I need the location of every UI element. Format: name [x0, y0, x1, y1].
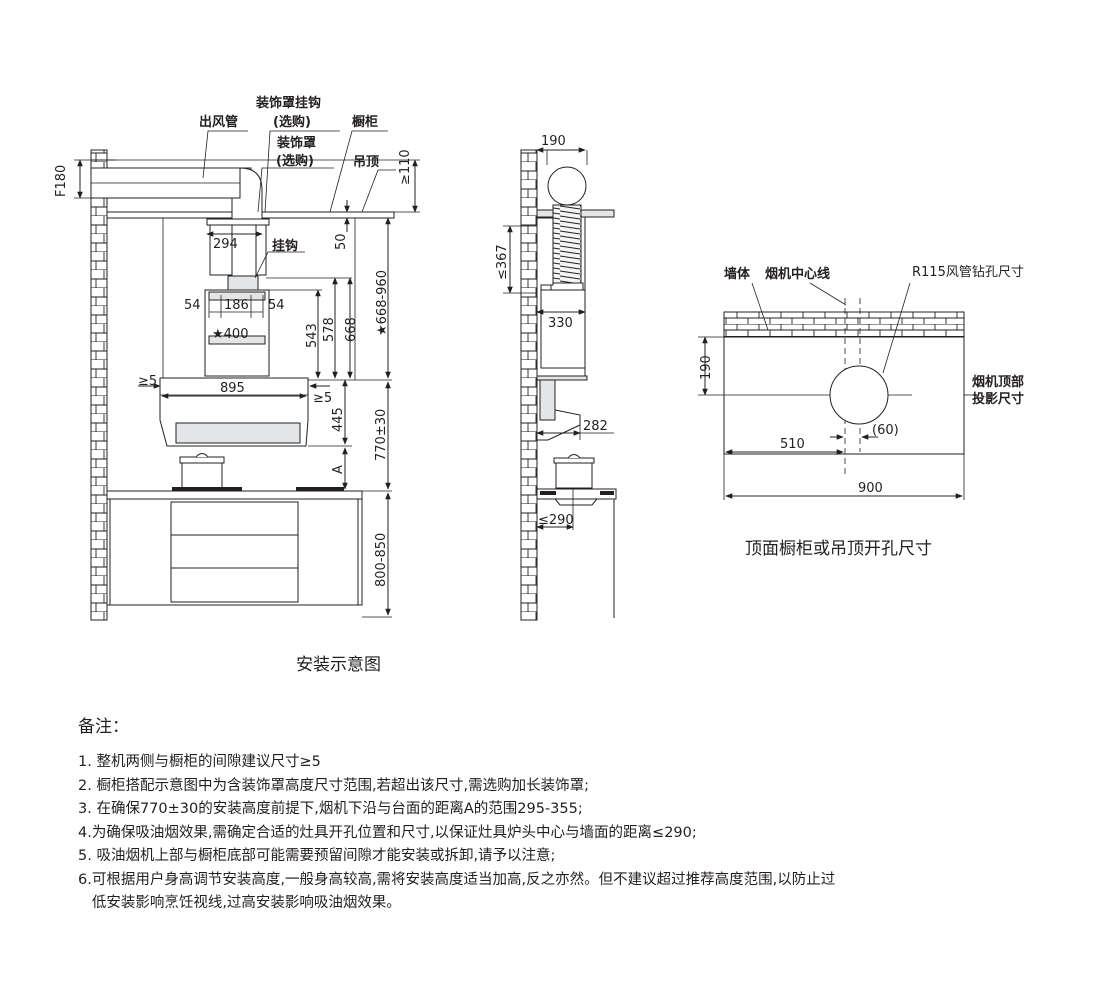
side-dim-le367: ≤367 — [495, 244, 510, 280]
label-projection-2: 投影尺寸 — [972, 391, 1024, 407]
label-cover: 装饰罩 — [276, 135, 316, 151]
dim-770: 770±30 — [374, 409, 389, 461]
note-6: 6.可根据用户身高调节安装高度,一般身高较高,需将安装高度适当加高,反之亦然。但… — [78, 871, 836, 888]
dim-ge110: ≥110 — [398, 149, 413, 185]
note-2: 2. 橱柜搭配示意图中为含装饰罩高度尺寸范围,若超出该尺寸,需选购加长装饰罩; — [78, 777, 590, 794]
note-5: 5. 吸油烟机上部与橱柜底部可能需要预留间隙才能安装或拆卸,请予以注意; — [78, 848, 556, 864]
dim-186: 186 — [224, 298, 249, 313]
label-hook: 挂钩 — [272, 238, 298, 254]
top-view-caption: 顶面橱柜或吊顶开孔尺寸 — [745, 539, 932, 559]
dim-294: 294 — [213, 237, 238, 252]
note-6-cont: 低安装影响烹饪视线,过高安装影响吸油烟效果。 — [78, 895, 401, 911]
label-centerline: 烟机中心线 — [765, 266, 830, 282]
dim-a: A — [331, 465, 346, 474]
dim-54-left: 54 — [184, 298, 201, 313]
dim-star-668-960: ★668-960 — [375, 270, 390, 336]
top-brick-wall — [723, 311, 965, 338]
dim-800-850: 800-850 — [374, 533, 389, 587]
pot — [181, 458, 223, 492]
note-1: 1. 整机两侧与橱柜的间隙建议尺寸≥5 — [78, 754, 321, 770]
side-duct-circle — [547, 166, 587, 206]
dim-f180: F180 — [54, 165, 69, 197]
top-view: 墙体 烟机中心线 R115风管钻孔尺寸 烟机顶部 投影尺寸 190 510 (6… — [698, 265, 1024, 559]
side-dim-330: 330 — [548, 316, 573, 331]
countertop — [106, 490, 363, 500]
dim-668: 668 — [344, 317, 359, 342]
side-dim-le290: ≤290 — [538, 513, 574, 528]
notes-title: 备注： — [78, 717, 129, 737]
installation-caption: 安装示意图 — [296, 655, 381, 675]
top-dim-190: 190 — [699, 355, 714, 380]
side-pot — [555, 460, 593, 489]
dim-ge5-right: ≥5 — [313, 391, 332, 406]
dim-50: 50 — [334, 233, 349, 250]
cover-hook-bracket — [206, 218, 270, 226]
side-view: 190 ≤367 330 282 ≤290 — [495, 134, 617, 621]
dim-895: 895 — [220, 381, 245, 396]
label-wall: 墙体 — [724, 266, 751, 282]
label-drill-size: R115风管钻孔尺寸 — [912, 265, 1024, 280]
side-dim-282: 282 — [583, 419, 608, 434]
dim-ge5-left: ≥5 — [138, 374, 157, 389]
front-view: 出风管 装饰罩挂钩 (选购) 装饰罩 (选购) 橱柜 吊顶 挂钩 F180 ≥1… — [54, 95, 420, 675]
dim-543: 543 — [305, 323, 320, 348]
top-dim-510: 510 — [780, 437, 805, 452]
notes-section: 备注： 1. 整机两侧与橱柜的间隙建议尺寸≥5 2. 橱柜搭配示意图中为含装饰罩… — [78, 712, 1068, 916]
label-cabinet: 橱柜 — [352, 114, 378, 130]
note-4: 4.为确保吸油烟效果,需确定合适的灶具开孔位置和尺寸,以保证灶具炉头中心与墙面的… — [78, 824, 697, 841]
brick-wall-left — [90, 149, 108, 621]
top-dim-900: 900 — [858, 481, 883, 496]
label-cover-hook: 装饰罩挂钩 — [255, 95, 321, 111]
label-cover-optional: (选购) — [276, 153, 314, 169]
dim-54-right: 54 — [268, 298, 285, 313]
label-cover-hook-optional: (选购) — [273, 114, 311, 130]
label-duct: 出风管 — [199, 114, 238, 130]
hood-motor-housing — [204, 289, 270, 377]
side-dim-190: 190 — [541, 134, 566, 149]
flexible-duct — [552, 204, 582, 284]
dim-578: 578 — [322, 317, 337, 342]
label-ceiling: 吊顶 — [353, 155, 379, 170]
installation-diagram: 出风管 装饰罩挂钩 (选购) 装饰罩 (选购) 橱柜 吊顶 挂钩 F180 ≥1… — [54, 95, 1024, 675]
dim-star-400: ★400 — [212, 327, 248, 342]
dim-445: 445 — [331, 407, 346, 432]
top-dim-60: (60) — [872, 423, 899, 438]
drill-hole — [829, 365, 889, 425]
label-projection-1: 烟机顶部 — [972, 374, 1024, 390]
brick-wall-side — [520, 149, 538, 621]
note-3: 3. 在确保770±30的安装高度前提下,烟机下沿与台面的距离A的范围295-3… — [78, 801, 583, 817]
